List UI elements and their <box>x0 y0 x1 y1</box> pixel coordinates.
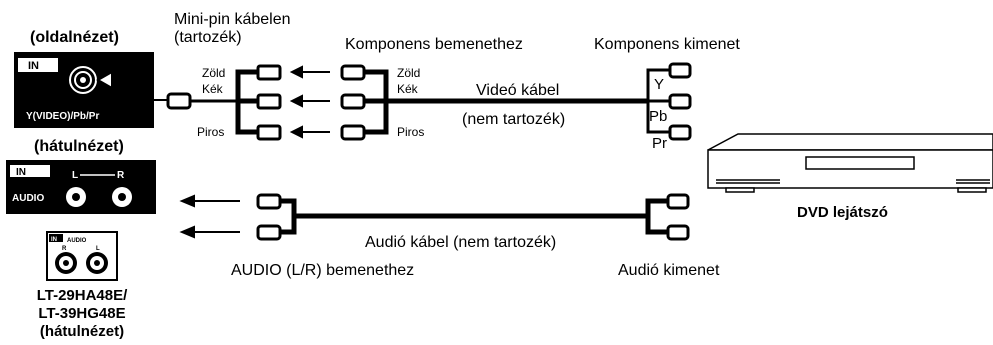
audio-output-label: Audió kimenet <box>618 262 720 279</box>
video-cable-left-split <box>364 69 389 135</box>
side-port-arrow <box>95 70 170 101</box>
pr-label: Pr <box>652 135 667 152</box>
red-left-label: Piros <box>197 125 225 139</box>
model-panel-r-label: R <box>62 246 67 252</box>
red-right-label: Piros <box>397 125 425 139</box>
rear-panel-audio-label: AUDIO <box>12 193 44 204</box>
mini-pin-label-line2: (tartozék) <box>174 29 242 46</box>
audio-cable-right-split <box>645 198 670 235</box>
model-panel-in-label: IN <box>51 237 57 243</box>
mini-pin-label-line1: Mini-pin kábelen <box>174 11 291 28</box>
side-panel-in-label: IN <box>28 60 39 72</box>
audio-input-label: AUDIO (L/R) bemenethez <box>231 262 415 279</box>
model-audio-panel: IN AUDIO R L <box>46 231 118 281</box>
side-port-label: Y(VIDEO)/Pb/Pr <box>26 111 99 122</box>
green-right-label: Zöld <box>397 66 421 80</box>
video-cable-not-included-label: (nem tartozék) <box>462 111 566 128</box>
rear-audio-panel: IN L R AUDIO <box>6 160 156 214</box>
blue-left-label: Kék <box>202 82 223 96</box>
pb-label: Pb <box>649 108 668 125</box>
mini-pin-plugs <box>256 64 282 141</box>
rear-panel-in-label: IN <box>16 167 26 178</box>
audio-cable-left-split <box>280 198 297 235</box>
component-output-label: Komponens kimenet <box>594 36 740 53</box>
component-output-bracket <box>646 68 672 134</box>
video-cable-left-plugs <box>340 64 366 141</box>
green-left-label: Zöld <box>202 66 226 80</box>
component-output-plugs <box>668 62 692 141</box>
component-input-label: Komponens bemenethez <box>345 36 523 53</box>
dvd-player-icon <box>707 133 993 193</box>
y-label: Y <box>654 76 665 93</box>
video-cable-label: Videó kábel <box>476 82 560 99</box>
model-panel-l-label: L <box>96 246 100 252</box>
model-panel-audio-label: AUDIO <box>67 238 87 244</box>
dvd-player-label: DVD lejátszó <box>797 204 888 221</box>
model-label-line1: LT-29HA48E/ <box>36 287 128 304</box>
audio-cable-label: Audió kábel (nem tartozék) <box>365 234 557 251</box>
side-view-label: (oldalnézet) <box>30 29 119 46</box>
audio-cable-left-plugs <box>256 193 282 241</box>
audio-output-plugs <box>666 193 690 241</box>
side-input-panel: IN Y(VIDEO)/Pb/Pr <box>14 52 154 128</box>
rear-view-label: (hátulnézet) <box>34 138 124 155</box>
model-label-line3: (hátulnézet) <box>39 323 125 340</box>
model-label-line2: LT-39HG48E <box>38 305 126 322</box>
component-arrows <box>289 65 330 139</box>
audio-arrows <box>179 194 240 239</box>
rear-panel-r-label: R <box>117 170 125 181</box>
blue-right-label: Kék <box>397 82 418 96</box>
rear-panel-l-label: L <box>72 170 78 181</box>
